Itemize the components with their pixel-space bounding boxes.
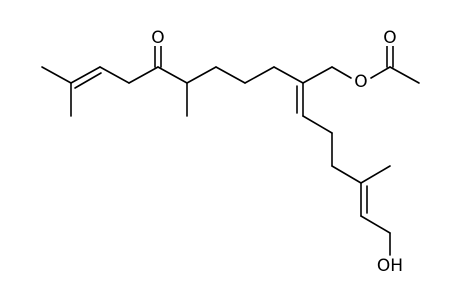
bond-acyl-methyl: [389, 66, 420, 84]
bond-double-c2-c3: [70, 66, 101, 84]
bond-methyl-1: [41, 66, 72, 84]
bond-c6-c7: [186, 66, 217, 84]
bond-network: [41, 43, 420, 256]
bond-c14-methyl: [360, 165, 391, 184]
bond-c3-c4: [99, 66, 130, 84]
bond-c5-c6: [157, 66, 188, 84]
bond-c7-c8: [215, 66, 246, 84]
bond-c11-c12: [302, 115, 333, 134]
bond-c4-c5: [128, 66, 159, 84]
bond-o-acyl: [370, 66, 391, 79]
bond-double-c2-c3-inner: [74, 72, 102, 89]
bond-c15-c16: [360, 215, 391, 234]
bond-c13-c14: [331, 165, 362, 184]
hydroxyl-label: OH: [377, 256, 403, 276]
acetyl-oxygen-label: O: [383, 28, 396, 48]
bond-c9-c10: [273, 66, 304, 84]
bond-c10-ch2: [302, 66, 333, 84]
ketone-oxygen-label: O: [151, 28, 164, 48]
bond-c8-c9: [244, 66, 275, 84]
ester-oxygen-label: O: [354, 72, 367, 92]
bond-ch2-o: [331, 66, 352, 79]
atom-labels: O O O OH: [149, 28, 408, 276]
